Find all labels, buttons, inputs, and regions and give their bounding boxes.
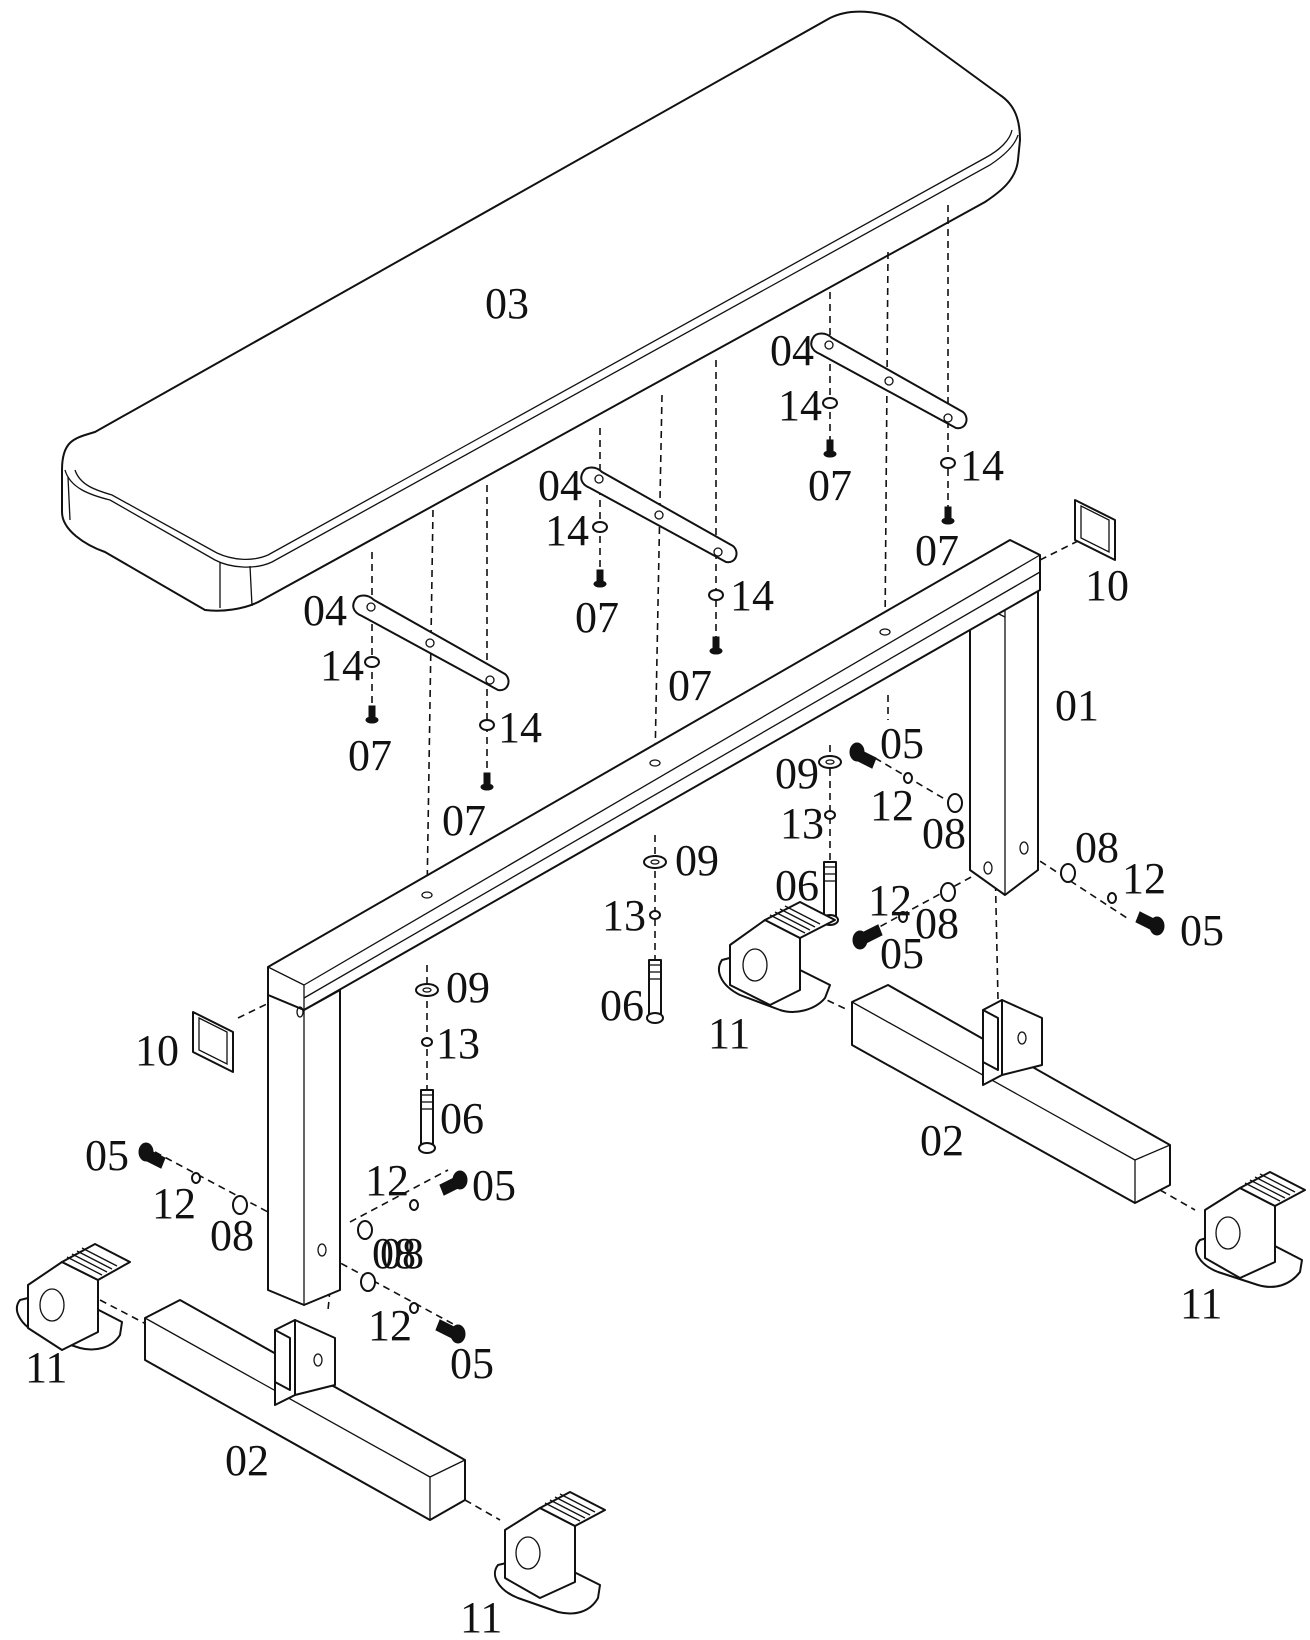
label-11: 11: [460, 1593, 502, 1640]
label-08: 08: [1075, 823, 1119, 872]
label-01: 01: [1055, 681, 1099, 730]
label-12: 12: [870, 781, 914, 830]
label-11: 11: [25, 1343, 67, 1392]
label-05: 05: [450, 1339, 494, 1388]
base-tubes: [144, 984, 1171, 1521]
main-frame: [267, 539, 1041, 1306]
label-05: 05: [1180, 906, 1224, 955]
assembly-lines: [99, 205, 1196, 1521]
label-02: 02: [920, 1116, 964, 1165]
label-11: 11: [1180, 1279, 1222, 1328]
label-12: 12: [152, 1179, 196, 1228]
label-11: 11: [708, 1009, 750, 1058]
bracket-fasteners: [364, 397, 956, 791]
label-05: 05: [85, 1131, 129, 1180]
label-08: 08: [922, 809, 966, 858]
label-05: 05: [472, 1161, 516, 1210]
label-13: 13: [780, 799, 824, 848]
label-06: 06: [775, 861, 819, 910]
label-12: 12: [868, 876, 912, 925]
label-14: 14: [498, 703, 542, 752]
label-08: 08: [372, 1229, 416, 1278]
label-12: 12: [1122, 854, 1166, 903]
frame-bolts: [415, 755, 842, 1154]
label-09: 09: [775, 749, 819, 798]
label-14: 14: [778, 381, 822, 430]
label-12: 12: [365, 1156, 409, 1205]
label-06: 06: [440, 1094, 484, 1143]
label-08: 08: [380, 1229, 424, 1278]
label-10: 10: [135, 1026, 179, 1075]
label-13: 13: [602, 891, 646, 940]
side-fasteners: [138, 742, 1165, 1344]
label-05: 05: [880, 929, 924, 978]
label-06: 06: [600, 981, 644, 1030]
label-04: 04: [303, 586, 347, 635]
label-07: 07: [442, 796, 486, 845]
label-07: 07: [668, 661, 712, 710]
label-08: 08: [915, 899, 959, 948]
label-09: 09: [675, 836, 719, 885]
seat-brackets: [352, 332, 968, 692]
label-08: 08: [210, 1211, 254, 1260]
label-04: 04: [770, 326, 814, 375]
label-07: 07: [575, 593, 619, 642]
label-14: 14: [960, 441, 1004, 490]
label-10: 10: [1085, 561, 1129, 610]
label-03: 03: [485, 279, 529, 328]
label-09: 09: [446, 963, 490, 1012]
label-04: 04: [538, 461, 582, 510]
label-07: 07: [915, 526, 959, 575]
label-12: 12: [368, 1301, 412, 1350]
label-13: 13: [436, 1019, 480, 1068]
label-05: 05: [880, 719, 924, 768]
label-02: 02: [225, 1436, 269, 1485]
label-14: 14: [730, 571, 774, 620]
callout-labels: 03 04 04 04 14 14 14 14 14 14 07 07 07 0…: [25, 279, 1224, 1640]
label-14: 14: [545, 506, 589, 555]
label-07: 07: [348, 731, 392, 780]
label-14: 14: [320, 641, 364, 690]
end-caps: [192, 499, 1116, 1073]
label-07: 07: [808, 461, 852, 510]
rubber-feet: [15, 901, 1306, 1615]
seat-pad: [61, 10, 1021, 612]
